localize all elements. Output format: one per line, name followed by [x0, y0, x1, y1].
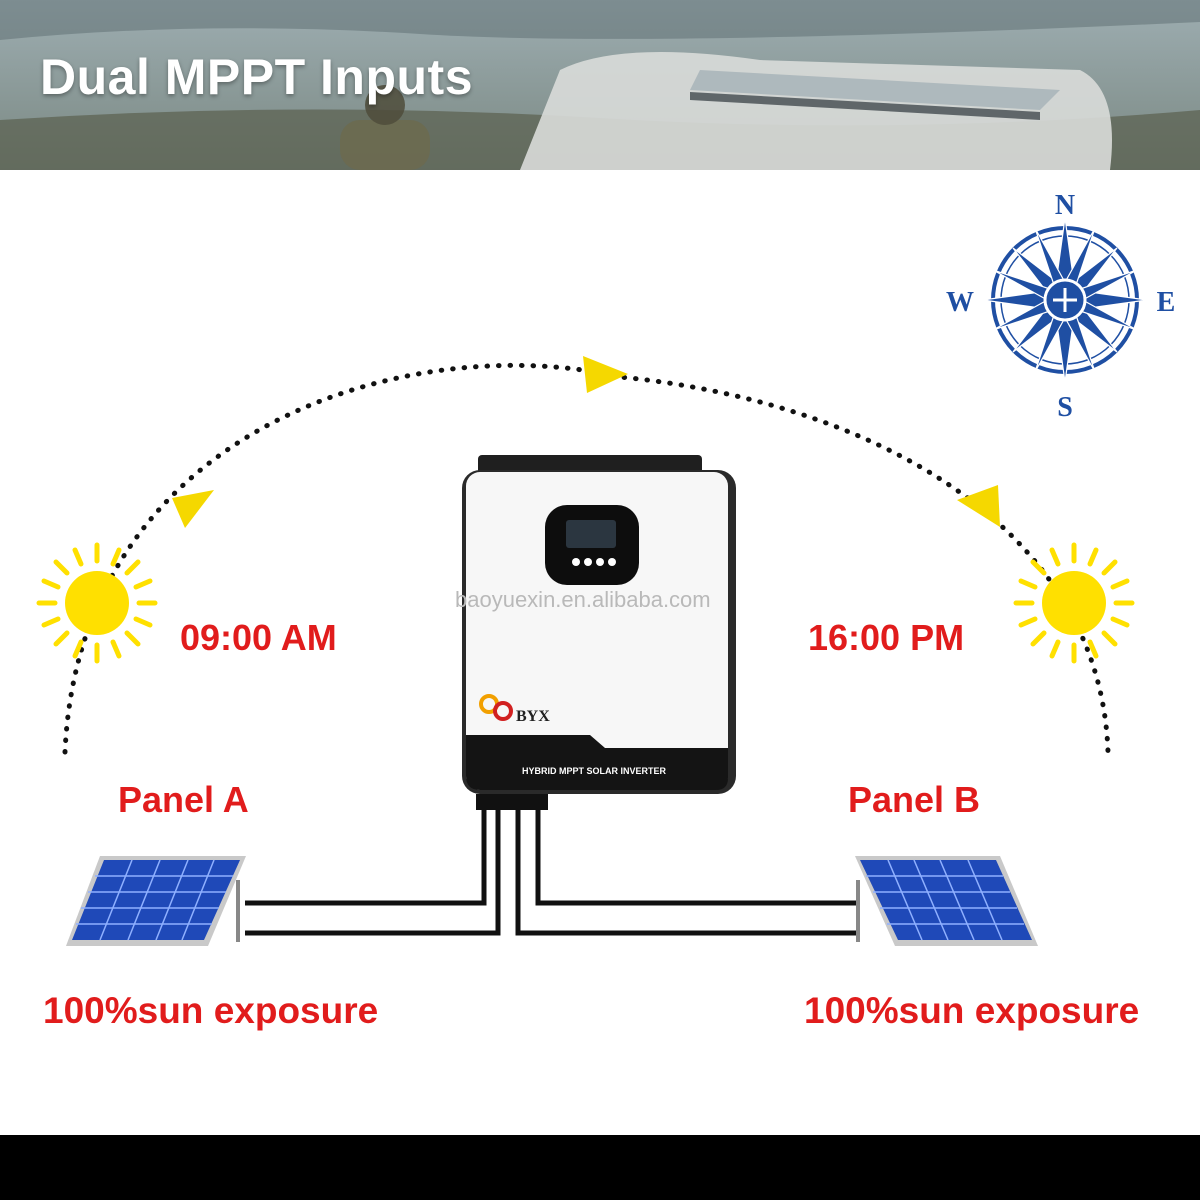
compass-rose-icon	[982, 217, 1148, 383]
banner-title: Dual MPPT Inputs	[40, 49, 473, 105]
header-banner: Dual MPPT Inputs	[0, 0, 1200, 170]
panel-a-label: Panel A	[118, 779, 249, 820]
afternoon-time-label: 16:00 PM	[808, 617, 965, 658]
cable-panel-a	[245, 808, 501, 936]
compass-north-label: N	[1055, 190, 1075, 221]
morning-time-label: 09:00 AM	[180, 617, 337, 658]
solar-panel-b-icon	[855, 856, 1038, 946]
banner-photo	[0, 0, 1200, 170]
sun-path-arc	[62, 362, 1111, 755]
cable-panel-b	[515, 808, 858, 936]
inverter-brand: BYX	[516, 708, 550, 725]
arrow-top	[583, 356, 628, 393]
compass-west-label: W	[946, 287, 974, 318]
solar-panel-a-icon	[66, 856, 246, 946]
compass-east-label: E	[1157, 287, 1176, 318]
watermark-text: baoyuexin.en.alibaba.com	[455, 587, 711, 612]
sun-afternoon-icon	[1013, 542, 1135, 664]
panel-b-label: Panel B	[848, 779, 981, 820]
sun-morning-icon	[36, 542, 158, 664]
compass-south-label: S	[1057, 392, 1073, 423]
footer-bar	[0, 1135, 1200, 1200]
panel-a-exposure: 100%sun exposure	[43, 990, 379, 1031]
arrow-left	[172, 490, 214, 528]
panel-b-exposure: 100%sun exposure	[804, 990, 1140, 1031]
arrow-right	[957, 485, 1000, 527]
inverter-model-label: HYBRID MPPT SOLAR INVERTER	[522, 766, 667, 776]
inverter-unit	[462, 455, 736, 810]
